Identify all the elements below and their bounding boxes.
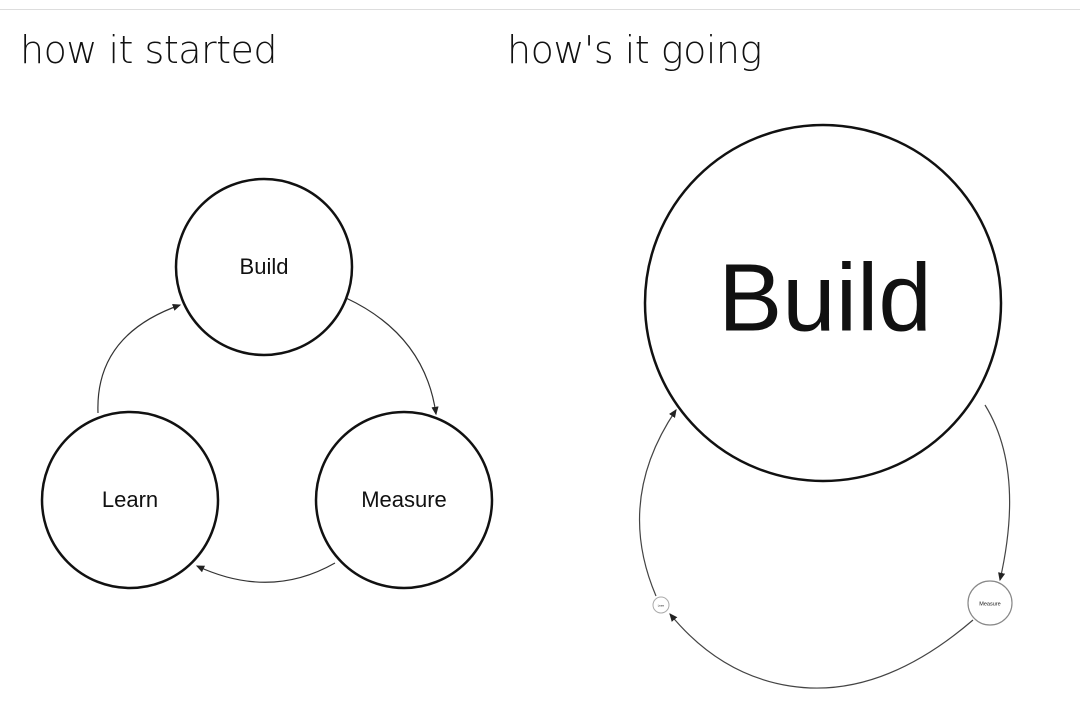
arrow-build-to-measure-big <box>984 404 1011 582</box>
top-divider <box>0 9 1080 10</box>
learn-node <box>40 410 220 590</box>
arrow-build-to-measure <box>345 297 439 416</box>
arrow-learn-to-build <box>97 304 182 414</box>
build-label-big: Build <box>718 244 931 351</box>
build-node-big <box>643 123 1003 483</box>
arrow-learn-to-build-big <box>638 409 677 597</box>
right-cycle: Build Measure Learn <box>638 123 1013 689</box>
build-label: Build <box>240 254 289 279</box>
learn-node-tiny <box>652 596 670 614</box>
left-cycle: Build Learn Measure <box>40 177 494 590</box>
measure-label: Measure <box>361 487 447 512</box>
build-node <box>174 177 354 357</box>
learn-label-tiny: Learn <box>658 605 665 608</box>
right-title: how's it going <box>507 28 762 72</box>
measure-label-small: Measure <box>979 601 1000 607</box>
arrow-measure-to-learn-big <box>669 613 974 689</box>
left-title: how it started <box>20 28 278 72</box>
measure-node <box>314 410 494 590</box>
measure-node-small <box>967 580 1013 626</box>
arrow-measure-to-learn <box>195 562 336 583</box>
learn-label: Learn <box>102 487 158 512</box>
